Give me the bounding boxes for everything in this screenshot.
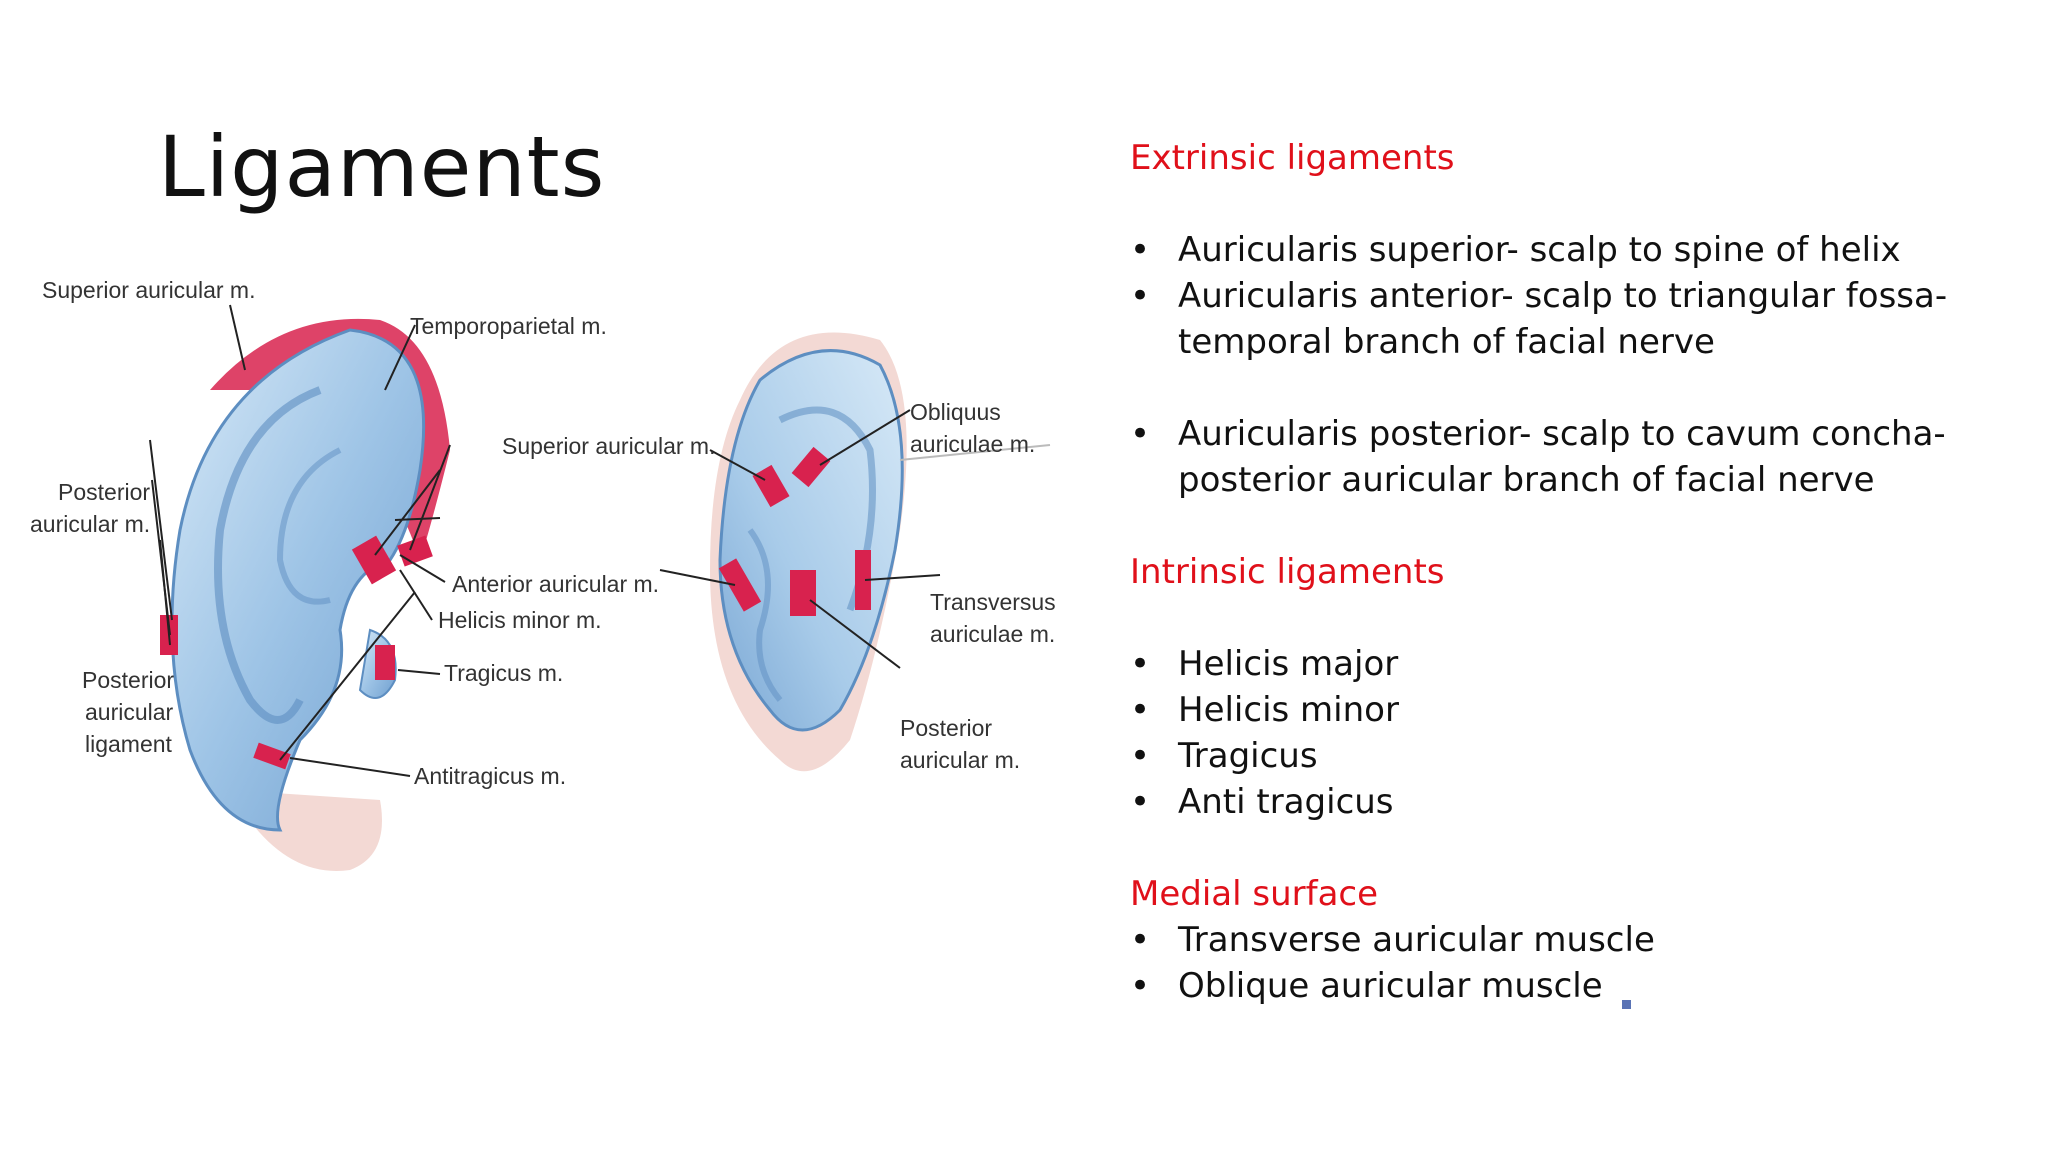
slide-title: Ligaments	[158, 118, 606, 216]
label-posterior-ligament-1: Posterior	[82, 667, 174, 693]
list-item: Tragicus	[1130, 733, 2030, 779]
list-item: Anti tragicus	[1130, 779, 2030, 825]
extrinsic-list: Auricularis superior- scalp to spine of …	[1130, 227, 2030, 365]
heading-extrinsic: Extrinsic ligaments	[1130, 138, 1455, 178]
ear-muscles-illustration: Superior auricular m. Temporoparietal m.…	[20, 270, 1070, 910]
label-superior-auricular-right: Superior auricular m.	[502, 433, 715, 459]
list-item: Helicis minor	[1130, 687, 2030, 733]
label-helicis-minor: Helicis minor m.	[438, 607, 602, 633]
text-panel: Extrinsic ligaments Auricularis superior…	[1130, 135, 2030, 1009]
label-posterior-auricular-m-1: Posterior	[58, 479, 150, 505]
heading-intrinsic: Intrinsic ligaments	[1130, 552, 1445, 592]
label-antitragicus: Antitragicus m.	[414, 763, 566, 789]
label-posterior-ligament-3: ligament	[85, 731, 173, 757]
left-ear-body	[170, 328, 426, 832]
label-superior-auricular-left: Superior auricular m.	[42, 277, 255, 303]
heading-medial-surface: Medial surface	[1130, 874, 1379, 914]
list-item: Transverse auricular muscle	[1130, 917, 2030, 963]
label-obliquus-2: auriculae m.	[910, 431, 1035, 457]
extrinsic-list-2: Auricularis posterior- scalp to cavum co…	[1130, 411, 2030, 503]
label-posterior-auricular-m-2: auricular m.	[30, 511, 150, 537]
label-transversus-2: auriculae m.	[930, 621, 1055, 647]
label-anterior-auricular: Anterior auricular m.	[452, 571, 659, 597]
list-item: Oblique auricular muscle	[1130, 963, 2030, 1009]
list-item: Helicis major	[1130, 641, 2030, 687]
left-ear: Superior auricular m. Temporoparietal m.…	[30, 277, 659, 871]
label-temporoparietal: Temporoparietal m.	[410, 313, 607, 339]
label-posterior-auricular-right-1: Posterior	[900, 715, 992, 741]
slide-marker	[1622, 1000, 1631, 1009]
intrinsic-list: Helicis major Helicis minor Tragicus Ant…	[1130, 641, 2030, 825]
label-posterior-auricular-right-2: auricular m.	[900, 747, 1020, 773]
list-item: Auricularis anterior- scalp to triangula…	[1130, 273, 2030, 365]
label-obliquus-1: Obliquus	[910, 399, 1001, 425]
ear-diagram-svg: Superior auricular m. Temporoparietal m.…	[30, 277, 1056, 871]
label-transversus-1: Transversus	[930, 589, 1056, 615]
label-posterior-ligament-2: auricular	[85, 699, 174, 725]
list-item: Auricularis posterior- scalp to cavum co…	[1130, 411, 2030, 503]
medial-list: Transverse auricular muscle Oblique auri…	[1130, 917, 2030, 1009]
list-item: Auricularis superior- scalp to spine of …	[1130, 227, 2030, 273]
right-ear: Superior auricular m. Obliquus auriculae…	[502, 332, 1056, 773]
label-tragicus: Tragicus m.	[444, 660, 563, 686]
